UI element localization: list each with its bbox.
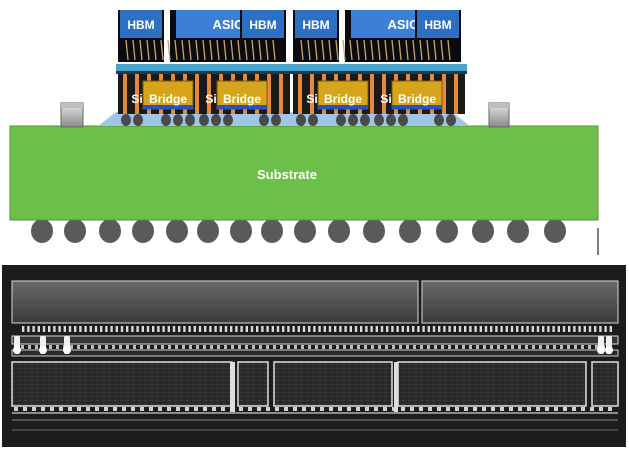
bump-icon (161, 114, 171, 126)
bump-icon (271, 114, 281, 126)
bump-icon (121, 114, 131, 126)
bump-icon (185, 114, 195, 126)
schematic-view: Substrate HBM ASIC HBM Si Bridge Si Bridge HBM… (9, 10, 599, 255)
chiplet-module-left: HBM ASIC HBM Si Bridge Si Bridge (116, 10, 292, 126)
bump-icon (296, 114, 306, 126)
xsection-core-3 (273, 361, 393, 407)
bump-icon (360, 114, 370, 126)
ball-icon (166, 219, 188, 243)
substrate (9, 125, 599, 221)
ball-icon (507, 219, 529, 243)
ball-icon (436, 219, 458, 243)
hbm-label: HBM (127, 18, 154, 32)
bridge-label: Bridge (149, 92, 187, 106)
cross-section-image (2, 265, 626, 447)
capacitor-icon (488, 102, 510, 128)
xsection-die-left (11, 280, 419, 324)
ball-icon (399, 219, 421, 243)
ball-icon (64, 219, 86, 243)
bump-icon (308, 114, 318, 126)
bump-icon (211, 114, 221, 126)
bridge-label: Bridge (223, 92, 261, 106)
ball-icon (230, 219, 252, 243)
bump-icon (398, 114, 408, 126)
si-label: Si (306, 92, 317, 106)
ball-icon (31, 219, 53, 243)
xsection-core-4 (397, 361, 587, 407)
ball-icon (132, 219, 154, 243)
asic-label: ASIC (212, 17, 244, 32)
bridge-label: Bridge (324, 92, 362, 106)
bump-icon (259, 114, 269, 126)
ball-icon (261, 219, 283, 243)
bump-icon (223, 114, 233, 126)
xsection-microbumps (14, 326, 612, 411)
bump-icon (386, 114, 396, 126)
ball-icon (99, 219, 121, 243)
ball-icon (328, 219, 350, 243)
chiplet-module-right: HBM ASIC HBM Si Bridge Si Bridge (291, 10, 467, 126)
hbm-label: HBM (249, 18, 276, 32)
xsection-core-1 (11, 361, 233, 407)
ball-icon (197, 219, 219, 243)
xsection-core-2 (237, 361, 269, 407)
si-bridge (317, 80, 369, 110)
capacitor-icon (60, 102, 84, 128)
ball-icon (472, 219, 494, 243)
substrate-label: Substrate (257, 167, 317, 182)
bump-icon (133, 114, 143, 126)
bump-icon (446, 114, 456, 126)
bump-icon (173, 114, 183, 126)
si-label: Si (205, 92, 216, 106)
hbm-label: HBM (424, 18, 451, 32)
bump-icon (434, 114, 444, 126)
bridge-label: Bridge (398, 92, 436, 106)
ball-icon (363, 219, 385, 243)
xsection-die-right (421, 280, 619, 324)
xsection-pillars (13, 336, 613, 412)
bump-icon (199, 114, 209, 126)
hbm-label: HBM (302, 18, 329, 32)
ball-icon (544, 219, 566, 243)
solder-balls (31, 219, 566, 243)
bump-icon (336, 114, 346, 126)
xsection-core-5 (591, 361, 619, 407)
bump-icon (348, 114, 358, 126)
ball-icon (294, 219, 316, 243)
si-label: Si (380, 92, 391, 106)
si-bridge (216, 80, 268, 110)
asic-label: ASIC (387, 17, 419, 32)
bump-icon (374, 114, 384, 126)
underfill-right (278, 112, 470, 126)
si-label: Si (131, 92, 142, 106)
